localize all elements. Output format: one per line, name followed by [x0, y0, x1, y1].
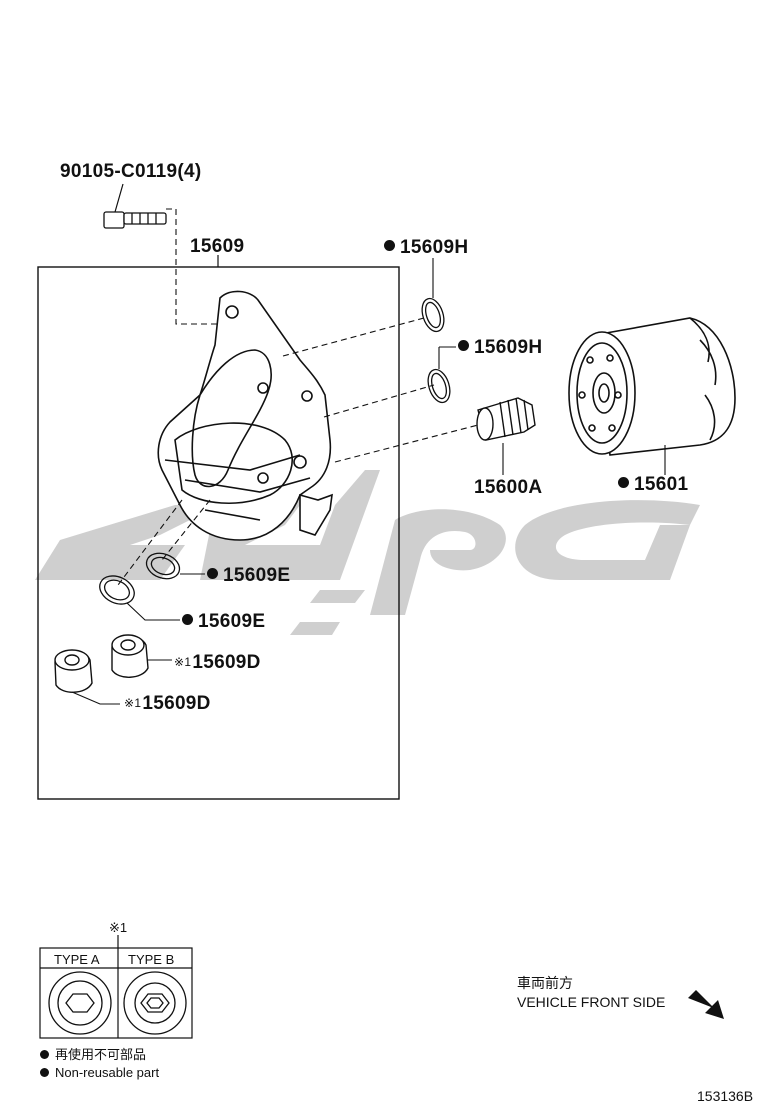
drain-plug-15609d-right	[111, 634, 149, 678]
gasket-upper-label: 15609E	[207, 566, 290, 585]
non-reusable-dot-icon	[384, 240, 395, 252]
legend-table	[39, 935, 193, 1039]
plug-left-label: ※115609D	[124, 694, 211, 713]
reference-mark: ※1	[124, 695, 142, 710]
type-b-plug-icon	[123, 971, 187, 1035]
filter-label: 15601	[618, 475, 688, 494]
legend-note-jp-text: 再使用不可部品	[55, 1047, 147, 1062]
gasket-15609e-lower	[99, 575, 135, 605]
oil-filter-15601	[568, 317, 736, 456]
plug-right-part-number: 15609D	[192, 652, 261, 673]
union-part-number: 15600A	[474, 477, 543, 498]
non-reusable-dot-icon	[207, 568, 218, 580]
alignment-lines	[117, 317, 479, 586]
illustration-id: 153136B	[697, 1088, 754, 1104]
reference-mark: ※1	[174, 654, 192, 669]
drain-plug-15609d-left	[54, 649, 93, 693]
union-15600a	[476, 397, 536, 441]
non-reusable-dot-icon	[458, 340, 469, 352]
gasket-upper-part-number: 15609E	[223, 565, 291, 586]
gasket-lower-part-number: 15609E	[198, 611, 266, 632]
bolt-part-number: 90105-C0119(4)	[60, 161, 202, 182]
type-a-plug-icon	[48, 971, 112, 1035]
legend-type-b: TYPE B	[128, 952, 175, 967]
o-ring-lower-label: 15609H	[458, 338, 542, 357]
legend-mark: ※1	[109, 920, 128, 935]
non-reusable-dot-icon	[40, 1050, 49, 1060]
front-direction-arrow-icon	[688, 990, 724, 1019]
o-ring-upper-part-number: 15609H	[400, 237, 469, 258]
legend-type-a: TYPE A	[54, 952, 100, 967]
gasket-lower-label: 15609E	[182, 612, 265, 631]
filter-part-number: 15601	[634, 474, 689, 495]
legend-note-jp: 再使用不可部品	[40, 1048, 146, 1061]
o-ring-15609h-upper	[421, 297, 445, 333]
legend-note-en-text: Non-reusable part	[55, 1065, 160, 1080]
housing-part-number: 15609	[190, 236, 245, 257]
non-reusable-dot-icon	[182, 614, 193, 626]
plug-left-part-number: 15609D	[142, 693, 211, 714]
o-ring-upper-label: 15609H	[384, 238, 468, 257]
o-ring-15609h-lower	[427, 368, 451, 404]
o-ring-lower-part-number: 15609H	[474, 337, 543, 358]
bolt-part	[103, 211, 167, 229]
plug-right-label: ※115609D	[174, 653, 261, 672]
direction-label-jp: 車両前方	[517, 975, 573, 991]
non-reusable-dot-icon	[618, 477, 629, 489]
oil-filter-housing	[157, 290, 333, 541]
direction-label-en: VEHICLE FRONT SIDE	[517, 994, 666, 1010]
legend-note-en: Non-reusable part	[40, 1066, 159, 1079]
non-reusable-dot-icon	[40, 1068, 49, 1078]
gasket-15609e-upper	[145, 552, 181, 580]
